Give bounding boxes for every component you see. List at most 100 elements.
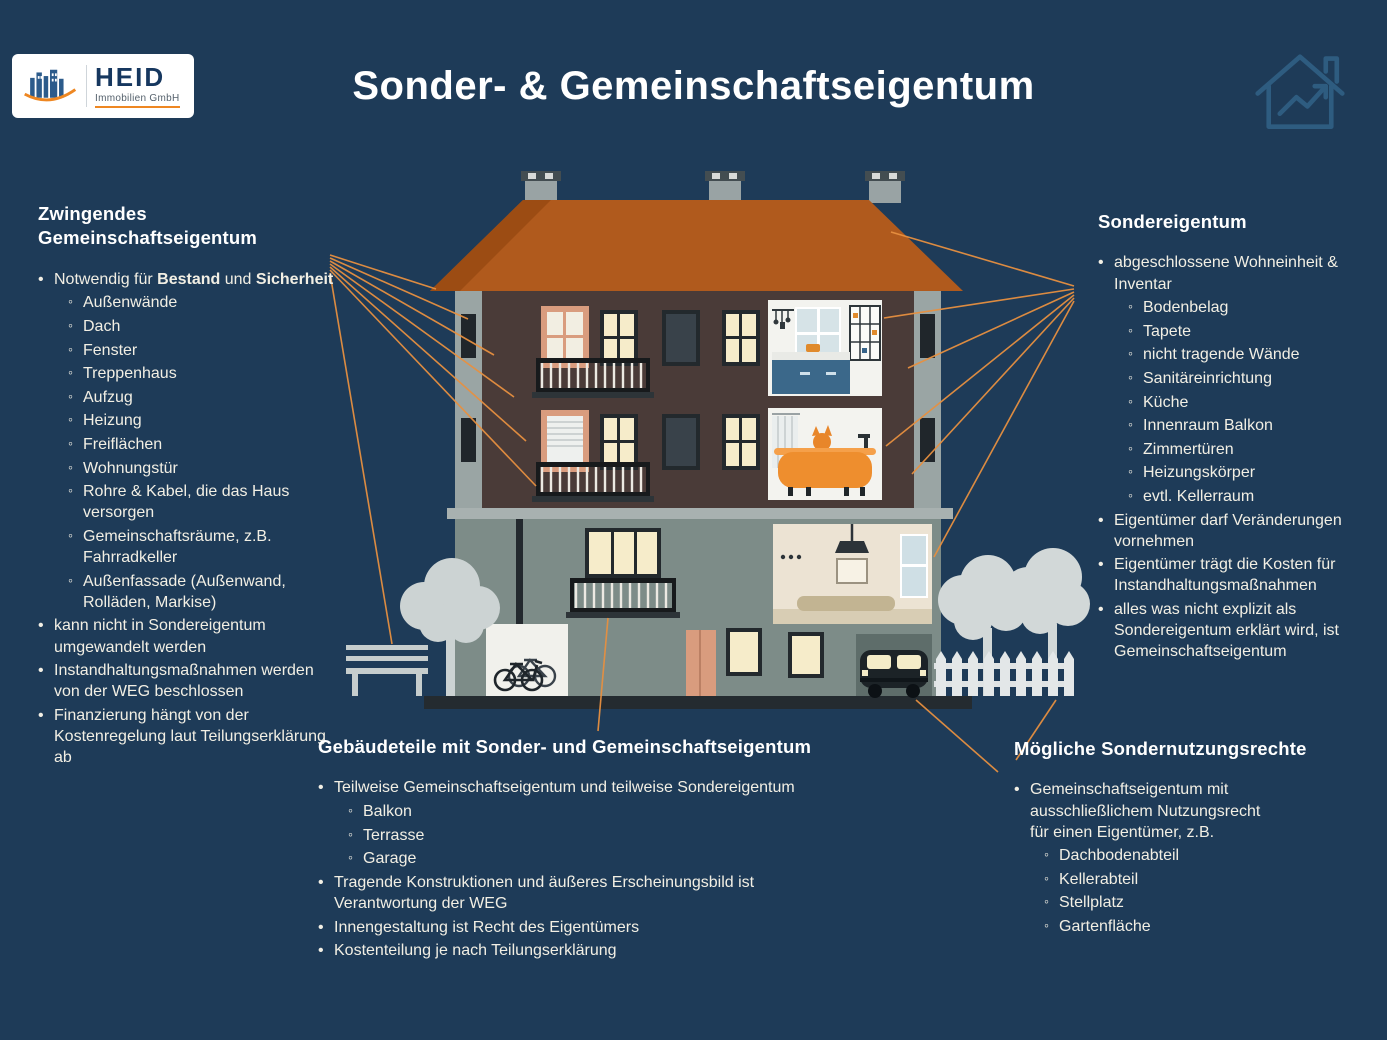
list-item: ◦Rohre & Kabel, die das Haus versorgen (38, 481, 338, 523)
list-item-text: kann nicht in Sondereigentum umgewandelt… (54, 617, 266, 656)
list-item: •Kostenteilung je nach Teilungserklärung (318, 940, 858, 961)
list-item: • Gemeinschaftseigentum mit ausschließlic… (1014, 779, 1269, 842)
bullet-list: • abgeschlossene Wohneinheit & Inventar ◦ B… (1098, 252, 1370, 662)
logo-divider (86, 65, 87, 107)
list-item-text: Sanitäreinrichtung (1143, 369, 1272, 387)
logo-subtitle: Immobilien GmbH (95, 93, 180, 108)
list-item: ◦Kellerabteil (1014, 869, 1269, 890)
sub-bullet-icon: ◦ (1128, 463, 1133, 480)
list-item: • kann nicht in Sondereigentum umgewandel… (38, 615, 338, 657)
list-item-text: Dach (83, 318, 121, 336)
sub-bullet-icon: ◦ (1044, 869, 1049, 886)
list-item: ◦Treppenhaus (38, 363, 338, 384)
list-item: ◦Außenwände (38, 292, 338, 313)
page-title: Sonder- & Gemeinschaftseigentum (352, 64, 1035, 108)
list-item: ◦ Terrasse (318, 825, 858, 846)
list-item-text: evtl. Kellerraum (1143, 488, 1255, 505)
list-item: ◦Heizung (38, 410, 338, 431)
sub-bullet-icon: ◦ (68, 482, 73, 499)
section-sondereigentum: Sondereigentum • abgeschlossene Wohneinhe… (1098, 210, 1370, 665)
list-item: ◦Wohnungstür (38, 458, 338, 479)
bullet-icon: • (318, 918, 324, 936)
list-item: ◦ Heizungskörper (1098, 462, 1370, 483)
list-item-text: Bodenbelag (1143, 299, 1229, 317)
balcony-ground-floor (566, 578, 680, 618)
sub-bullet-icon: ◦ (68, 317, 73, 334)
third-floor-windows (541, 306, 760, 368)
section-sondernutzungsrechte: Mögliche Sondernutzungsrechte • Gemeinsch… (1014, 737, 1334, 940)
tree-left-icon (400, 558, 500, 696)
bicycle-icon (493, 658, 557, 692)
chimney-icons (521, 171, 905, 203)
bullet-icon: • (1098, 254, 1104, 272)
sub-bullet-icon: ◦ (348, 825, 353, 842)
bullet-list: •Notwendig für Bestand und Sicherheit◦Au… (38, 269, 338, 768)
list-item-text: Kostenteilung je nach Teilungserklärung (334, 942, 617, 960)
connector-lines-right (883, 231, 1075, 558)
list-item-text: Gemeinschaftseigentum mit ausschließlich… (1030, 781, 1261, 841)
list-item-text: Zimmertüren (1143, 440, 1234, 458)
sub-bullet-icon: ◦ (1128, 298, 1133, 315)
sub-bullet-icon: ◦ (68, 364, 73, 381)
sub-bullet-icon: ◦ (348, 849, 353, 866)
list-item: ◦ nicht tragende Wände (1098, 344, 1370, 365)
section-title: Mögliche Sondernutzungsrechte (1014, 738, 1307, 759)
list-item-text: Gemeinschaftsräume, z.B. Fahrradkeller (83, 528, 272, 567)
sub-bullet-icon: ◦ (1044, 846, 1049, 863)
list-item-text: Heizungskörper (1143, 464, 1256, 482)
bullet-icon: • (1014, 781, 1020, 799)
cat-icon (812, 425, 832, 451)
house-chart-icon (1246, 42, 1354, 134)
list-item: ◦Gartenfläche (1014, 916, 1269, 937)
sub-bullet-icon: ◦ (1128, 392, 1133, 409)
list-item-text: Gartenfläche (1059, 918, 1151, 936)
sub-bullet-icon: ◦ (68, 411, 73, 428)
bullet-icon: • (38, 617, 44, 635)
bullet-list: • Gemeinschaftseigentum mit ausschließlic… (1014, 779, 1269, 937)
list-item-text: Außenwände (83, 294, 178, 312)
section-title: Zwingendes Gemeinschaftseigentum (38, 203, 258, 249)
list-item: ◦Garage (318, 848, 858, 869)
sub-bullet-icon: ◦ (1128, 345, 1133, 362)
list-item-text: Tapete (1143, 322, 1192, 340)
list-item: •Teilweise Gemeinschaftseigentum und tei… (318, 777, 858, 798)
sub-bullet-icon: ◦ (68, 527, 73, 544)
list-item: •Notwendig für Bestand und Sicherheit (38, 269, 338, 290)
list-item-text: Teilweise Gemeinschaftseigentum und teil… (334, 779, 795, 797)
balcony-second-floor (532, 462, 654, 502)
list-item-text: Eigentümer trägt die Kosten für Instandh… (1114, 556, 1336, 595)
sub-bullet-icon: ◦ (68, 435, 73, 452)
fence-icon (934, 651, 1074, 696)
sub-bullet-icon: ◦ (1128, 416, 1133, 433)
list-item-text: Eigentümer darf Veränderungen vornehmen (1114, 511, 1342, 550)
list-item: ◦Dachbodenabteil (1014, 845, 1269, 866)
connector-line-bottom-center (597, 617, 609, 732)
list-item-text: Aufzug (83, 388, 133, 406)
list-item-text: Fenster (83, 341, 138, 359)
list-item: ◦ Dach (38, 316, 338, 337)
section-title: Sondereigentum (1098, 211, 1247, 232)
list-item-text: nicht tragende Wände (1143, 346, 1300, 364)
list-item-text: Stellplatz (1059, 894, 1124, 912)
list-item-text: alles was nicht explizit als Sondereigen… (1114, 601, 1339, 661)
list-item-text: Tragende Konstruktionen und äußeres Ersc… (334, 873, 755, 912)
list-item: ◦Küche (1098, 392, 1370, 413)
bullet-icon: • (1098, 601, 1104, 619)
sub-bullet-icon: ◦ (68, 340, 73, 357)
bullet-icon: • (1098, 556, 1104, 574)
sub-bullet-icon: ◦ (1128, 368, 1133, 385)
list-item: •Tragende Konstruktionen und äußeres Ers… (318, 872, 858, 914)
ground-floor-window-door (585, 528, 824, 696)
logo-name: HEID (95, 62, 166, 93)
list-item-text: Terrasse (363, 826, 425, 844)
bullet-icon: • (38, 270, 44, 288)
list-item: •Finanzierung hängt von der Kostenregelu… (38, 705, 338, 768)
list-item: ◦ Sanitäreinrichtung (1098, 368, 1370, 389)
connector-lines-bottom-right (915, 699, 1057, 773)
list-item: • alles was nicht explizit als Sondereige… (1098, 599, 1370, 662)
second-floor-windows (541, 410, 760, 472)
list-item: ◦evtl. Kellerraum (1098, 486, 1370, 507)
list-item-text: abgeschlossene Wohneinheit & Inventar (1114, 254, 1338, 293)
kitchen-room (768, 300, 882, 396)
bathtub-icon (774, 434, 876, 496)
